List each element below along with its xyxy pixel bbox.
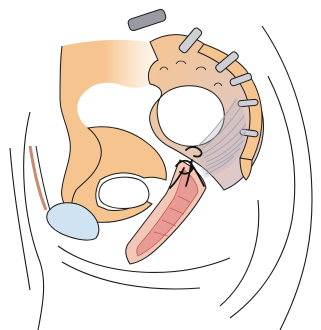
back-contour (262, 26, 312, 330)
inner-contour (220, 200, 259, 306)
lower-contour (62, 262, 200, 289)
belly-contour (10, 148, 30, 290)
mesh-ring-1 (127, 8, 167, 31)
obturator-foramen (99, 177, 149, 208)
thigh-contour (24, 112, 44, 330)
